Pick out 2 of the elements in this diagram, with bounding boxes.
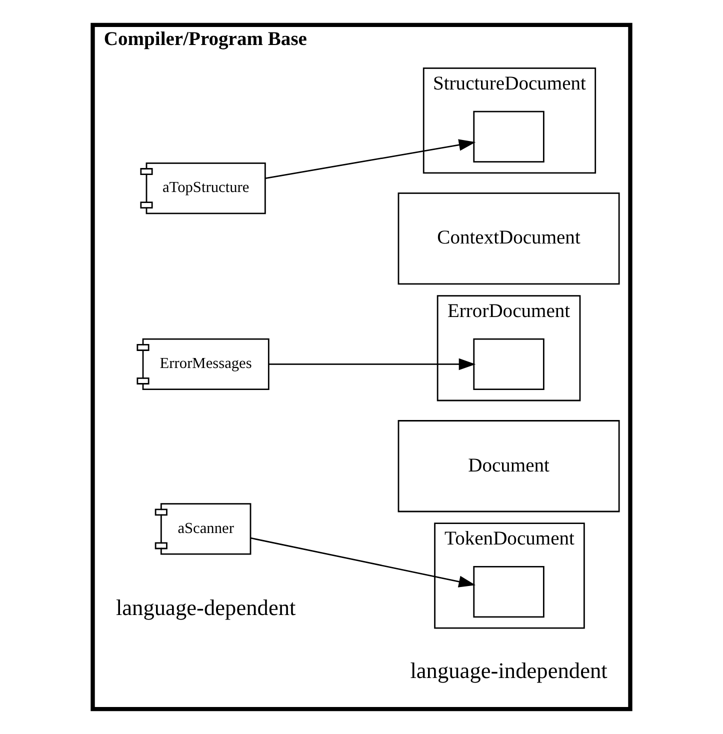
label: language-dependent [116, 595, 296, 620]
label: language-independent [410, 658, 608, 684]
